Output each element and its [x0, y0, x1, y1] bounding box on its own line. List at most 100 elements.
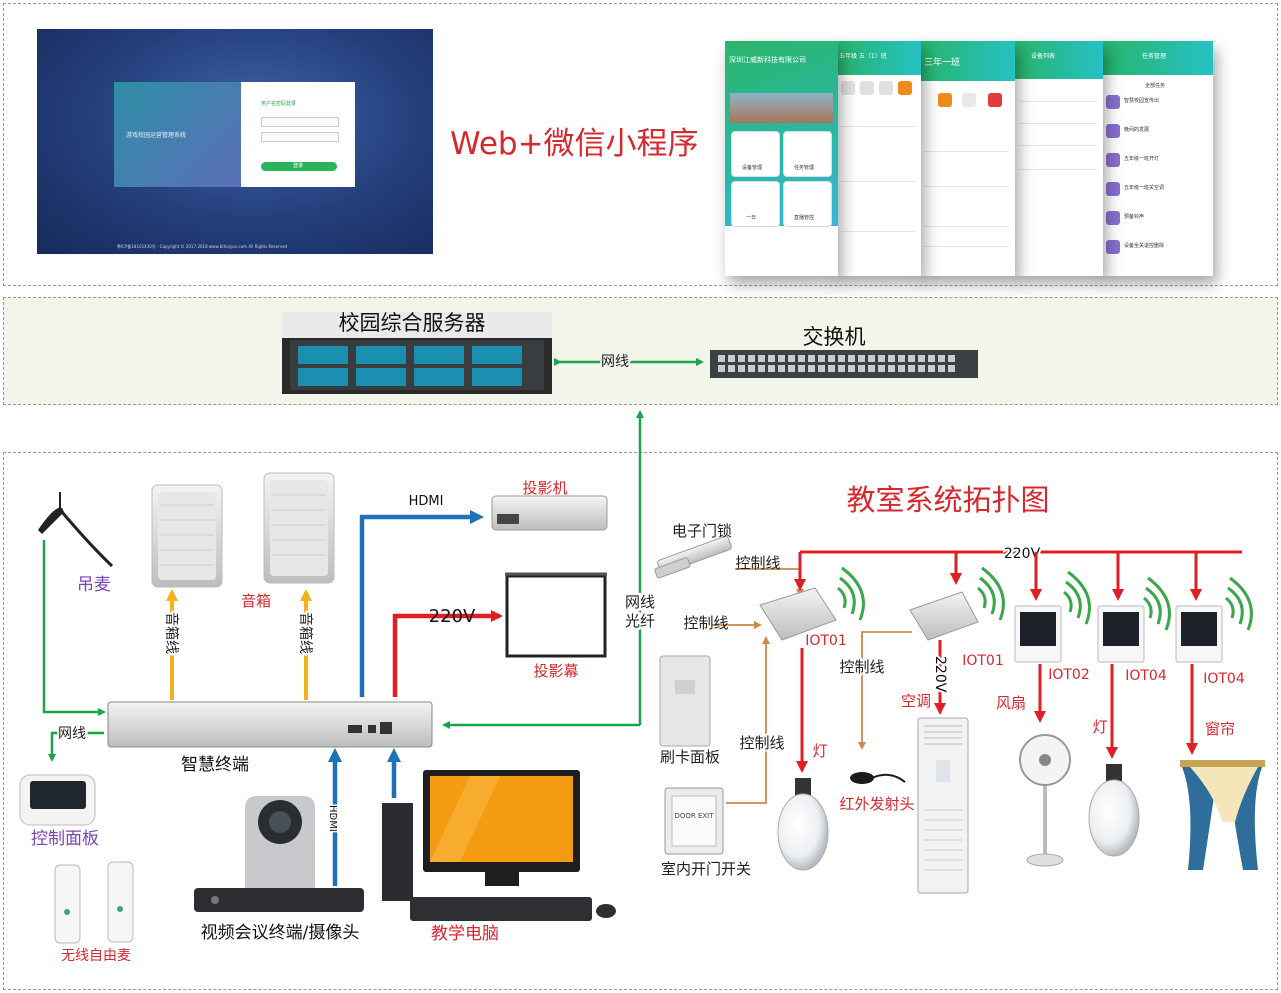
switch-port — [858, 365, 865, 372]
server-label: 校园综合服务器 — [339, 311, 486, 335]
task-item-icon — [1106, 153, 1120, 167]
password-field — [261, 132, 339, 142]
login-banner: 游戏校园运营管理系统 — [114, 82, 241, 187]
speaker-label: 音箱 — [241, 592, 271, 610]
switch-port — [928, 355, 935, 362]
web-login-screenshot: 游戏校园运营管理系统 用户名密码登录 登录 粤ICP备18101430号 - C… — [37, 29, 433, 254]
phone-screen-2: 五年级 五（1）班 — [835, 41, 921, 276]
iot-label-4: IOT04 — [1125, 668, 1167, 684]
ac-label: 空调 — [901, 692, 931, 710]
projector — [491, 495, 608, 531]
task-item-label: 晚间的发展 — [1124, 127, 1150, 133]
switch-port — [888, 355, 895, 362]
control-line-label-2: 控制线 — [683, 614, 728, 632]
phone-screen-3: 三年一班 — [918, 41, 1015, 276]
door-switch-label: 室内开门开关 — [661, 860, 751, 878]
switch-port — [918, 365, 925, 372]
mic-cable — [42, 540, 106, 716]
light-2-label: 灯 — [1092, 718, 1107, 736]
switch-port — [748, 355, 755, 362]
ir-control-line — [858, 631, 912, 750]
task-item-icon — [1106, 95, 1120, 109]
switch-device — [710, 350, 978, 378]
switch-port — [898, 355, 905, 362]
iot-label-1: IOT01 — [805, 633, 847, 649]
hdmi-to-projector — [359, 510, 484, 697]
video-camera — [194, 796, 364, 912]
server-zone — [3, 297, 1278, 405]
card-panel-label: 刷卡面板 — [660, 748, 720, 766]
ir-label: 红外发射头 — [839, 795, 914, 813]
teaching-pc — [382, 770, 616, 921]
switch-port — [718, 365, 725, 372]
switch-port — [788, 355, 795, 362]
switch-port — [868, 365, 875, 372]
terminal-net-label: 网线 — [58, 726, 86, 742]
task-item-label: 五年级一班开灯 — [1124, 156, 1160, 162]
switch-port — [718, 355, 725, 362]
projection-screen — [505, 572, 607, 658]
hanging-mic — [38, 492, 114, 568]
camera-hdmi-label: HDMI — [327, 805, 338, 832]
switch-port — [928, 365, 935, 372]
switch-port — [768, 355, 775, 362]
terminal-to-panel-cable — [48, 731, 104, 762]
switch-port — [778, 355, 785, 362]
switch-label: 交换机 — [803, 325, 866, 349]
task-item-icon — [1106, 182, 1120, 196]
speaker-cable-left-label: 音箱线 — [163, 612, 180, 654]
hdmi-label: HDMI — [409, 494, 444, 509]
switch-port — [888, 365, 895, 372]
iot-switch-panel-2 — [1097, 605, 1145, 663]
iot-label-2: IOT01 — [962, 653, 1004, 669]
switch-port — [848, 365, 855, 372]
switch-port — [868, 355, 875, 362]
switch-port — [878, 355, 885, 362]
task-item-label: 设备全关退控删除 — [1124, 243, 1165, 249]
electric-fan — [1019, 734, 1071, 867]
switch-port — [828, 365, 835, 372]
task-item-label: 五年级一班关空调 — [1124, 185, 1165, 191]
login-form: 用户名密码登录 登录 — [241, 82, 355, 187]
switch-port — [898, 365, 905, 372]
screen-label: 投影幕 — [533, 662, 578, 680]
login-button: 登录 — [261, 162, 337, 171]
wireless-mic-pair — [54, 861, 134, 944]
switch-port — [838, 365, 845, 372]
control-panel — [19, 774, 96, 826]
switch-port — [808, 355, 815, 362]
phone-screen-4: 设备列表 — [1013, 41, 1103, 276]
switch-port — [728, 365, 735, 372]
camera-label: 视频会议终端/摄像头 — [201, 923, 360, 943]
light-bulb-2 — [1088, 764, 1140, 857]
switch-port — [768, 365, 775, 372]
switch-port — [938, 355, 945, 362]
curtain — [1180, 760, 1265, 870]
switch-port — [798, 365, 805, 372]
task-item-label: 预备铃声 — [1124, 214, 1145, 220]
iot-module-2 — [909, 591, 979, 641]
switch-port — [848, 355, 855, 362]
switch-port — [938, 365, 945, 372]
door-exit-switch — [664, 787, 724, 855]
switch-port — [908, 355, 915, 362]
bus-power-label: 220V — [1004, 546, 1041, 562]
switch-port — [738, 355, 745, 362]
switch-port — [738, 365, 745, 372]
control-line-label-1: 控制线 — [735, 554, 780, 572]
switch-port — [728, 355, 735, 362]
classroom-title: 教室系统拓扑图 — [846, 483, 1049, 517]
iot-label-3: IOT02 — [1048, 667, 1090, 683]
login-panel-title: 用户名密码登录 — [261, 101, 297, 107]
light-bulb-1 — [777, 778, 829, 871]
lock-control-line — [735, 568, 804, 597]
pc-label: 教学电脑 — [431, 924, 499, 944]
switch-port — [788, 365, 795, 372]
air-conditioner — [917, 717, 969, 894]
terminal-label: 智慧终端 — [181, 755, 249, 775]
iot-switch-panel-1 — [1014, 605, 1062, 663]
speaker-left — [151, 484, 223, 588]
switch-port — [758, 365, 765, 372]
switch-port — [858, 355, 865, 362]
electronic-door-lock — [654, 535, 732, 579]
